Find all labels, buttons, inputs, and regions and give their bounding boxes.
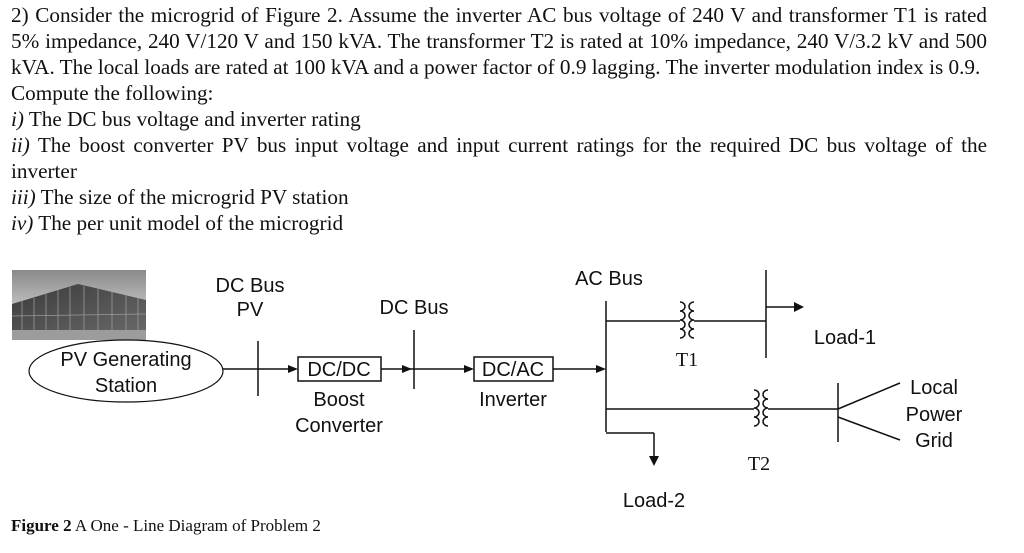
grid-label-1: Local: [910, 377, 958, 399]
dc-bus-label: DC Bus: [380, 297, 449, 319]
figure-caption-label: Figure 2: [11, 516, 72, 535]
arrow-load1: [794, 302, 804, 312]
load2-label: Load-2: [623, 490, 685, 512]
transformer-t1-icon: [668, 301, 706, 339]
boost-label: Boost: [313, 389, 365, 411]
grid-label-2: Power: [906, 404, 963, 426]
arrow-to-dc-bus: [402, 365, 412, 373]
converter-label: Converter: [295, 415, 383, 437]
question-text: The per unit model of the microgrid: [33, 211, 344, 235]
question-text: The size of the microgrid PV station: [35, 185, 349, 209]
pv-station-label-2: Station: [95, 375, 157, 397]
dc-bus-pv-label-1: DC Bus: [216, 275, 285, 297]
transformer-t2-icon: [742, 389, 780, 427]
question-text: The boost converter PV bus input voltage…: [11, 133, 987, 183]
inverter-label: Inverter: [479, 389, 547, 411]
question-item-2: ii) The boost converter PV bus input vol…: [11, 132, 987, 184]
problem-intro: 2) Consider the microgrid of Figure 2. A…: [11, 3, 987, 79]
arrow-to-ac-bus: [596, 365, 606, 373]
dc-bus-pv-label-2: PV: [237, 299, 264, 321]
question-item-4: iv) The per unit model of the microgrid: [11, 210, 987, 236]
dcdc-box-label: DC/DC: [307, 359, 370, 381]
pv-station-label-1: PV Generating: [60, 349, 191, 371]
problem-statement: 2) Consider the microgrid of Figure 2. A…: [11, 2, 987, 236]
grid-line-lower: [837, 416, 901, 441]
compute-heading: Compute the following:: [11, 81, 214, 105]
arrow-to-dcdc: [288, 365, 298, 373]
question-number: iv): [11, 211, 34, 235]
solar-panel-photo: [11, 270, 147, 340]
question-number: iii): [11, 185, 36, 209]
question-number: ii): [11, 133, 30, 157]
figure-caption: Figure 2 A One - Line Diagram of Problem…: [11, 516, 321, 536]
question-item-1: i) The DC bus voltage and inverter ratin…: [11, 106, 987, 132]
t2-label: T2: [748, 453, 770, 475]
load1-label: Load-1: [814, 327, 876, 349]
dcac-box-label: DC/AC: [482, 359, 544, 381]
question-item-3: iii) The size of the microgrid PV statio…: [11, 184, 987, 210]
pv-station-ellipse: [28, 339, 224, 403]
question-text: The DC bus voltage and inverter rating: [23, 107, 361, 131]
grid-label-3: Grid: [915, 430, 953, 452]
question-number: i): [11, 107, 24, 131]
t1-label: T1: [676, 349, 698, 371]
arrow-load2: [649, 456, 659, 466]
ac-bus-label: AC Bus: [575, 268, 643, 290]
arrow-to-dcac: [464, 365, 474, 373]
flow-arrows: [288, 302, 804, 466]
figure-caption-text: A One - Line Diagram of Problem 2: [71, 516, 321, 535]
grid-line-upper: [837, 382, 901, 410]
